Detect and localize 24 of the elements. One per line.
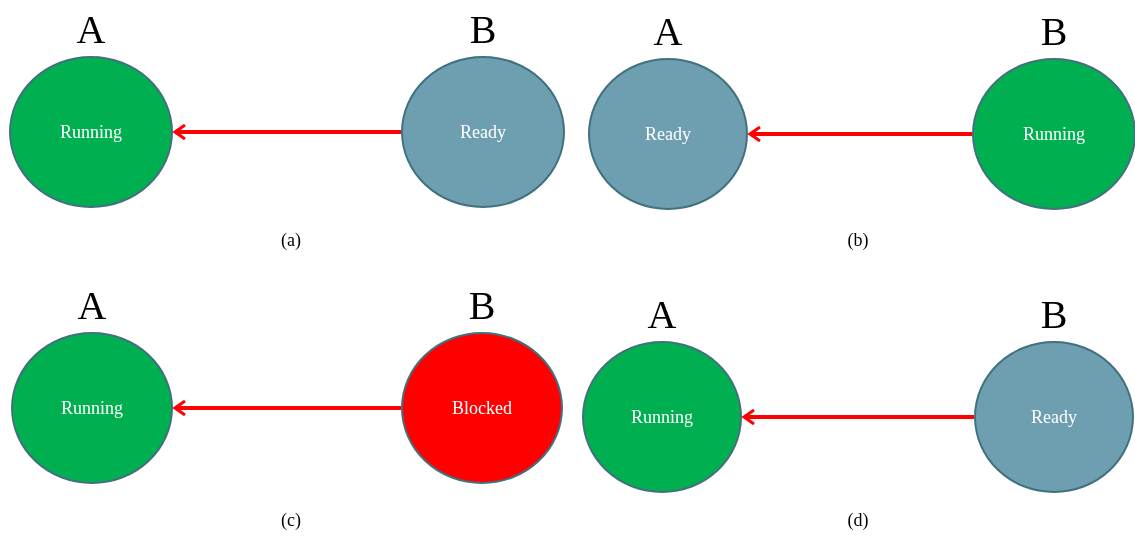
- node-heading: A: [76, 10, 106, 50]
- arrow: [748, 125, 972, 143]
- node-heading: B: [1040, 295, 1068, 335]
- state-circle: Blocked: [401, 332, 563, 484]
- subfigure-caption: (c): [281, 508, 301, 532]
- node-heading: B: [469, 10, 497, 50]
- state-circle: Running: [972, 58, 1135, 210]
- state-circle: Ready: [401, 56, 565, 208]
- arrow: [742, 408, 974, 426]
- arrow: [173, 399, 401, 417]
- subfigure-caption: (b): [847, 228, 869, 252]
- node-heading: A: [77, 286, 107, 326]
- subfigure-caption: (d): [847, 508, 869, 532]
- state-circle: Running: [11, 332, 173, 484]
- state-circle: Running: [582, 341, 742, 493]
- node-heading: B: [468, 286, 496, 326]
- arrow: [173, 123, 401, 141]
- state-circle: Ready: [974, 341, 1134, 493]
- node-heading: A: [653, 12, 683, 52]
- state-circle: Ready: [588, 58, 748, 210]
- node-heading: B: [1040, 12, 1068, 52]
- subfigure-caption: (a): [281, 228, 301, 252]
- node-heading: A: [647, 295, 677, 335]
- state-circle: Running: [9, 56, 173, 208]
